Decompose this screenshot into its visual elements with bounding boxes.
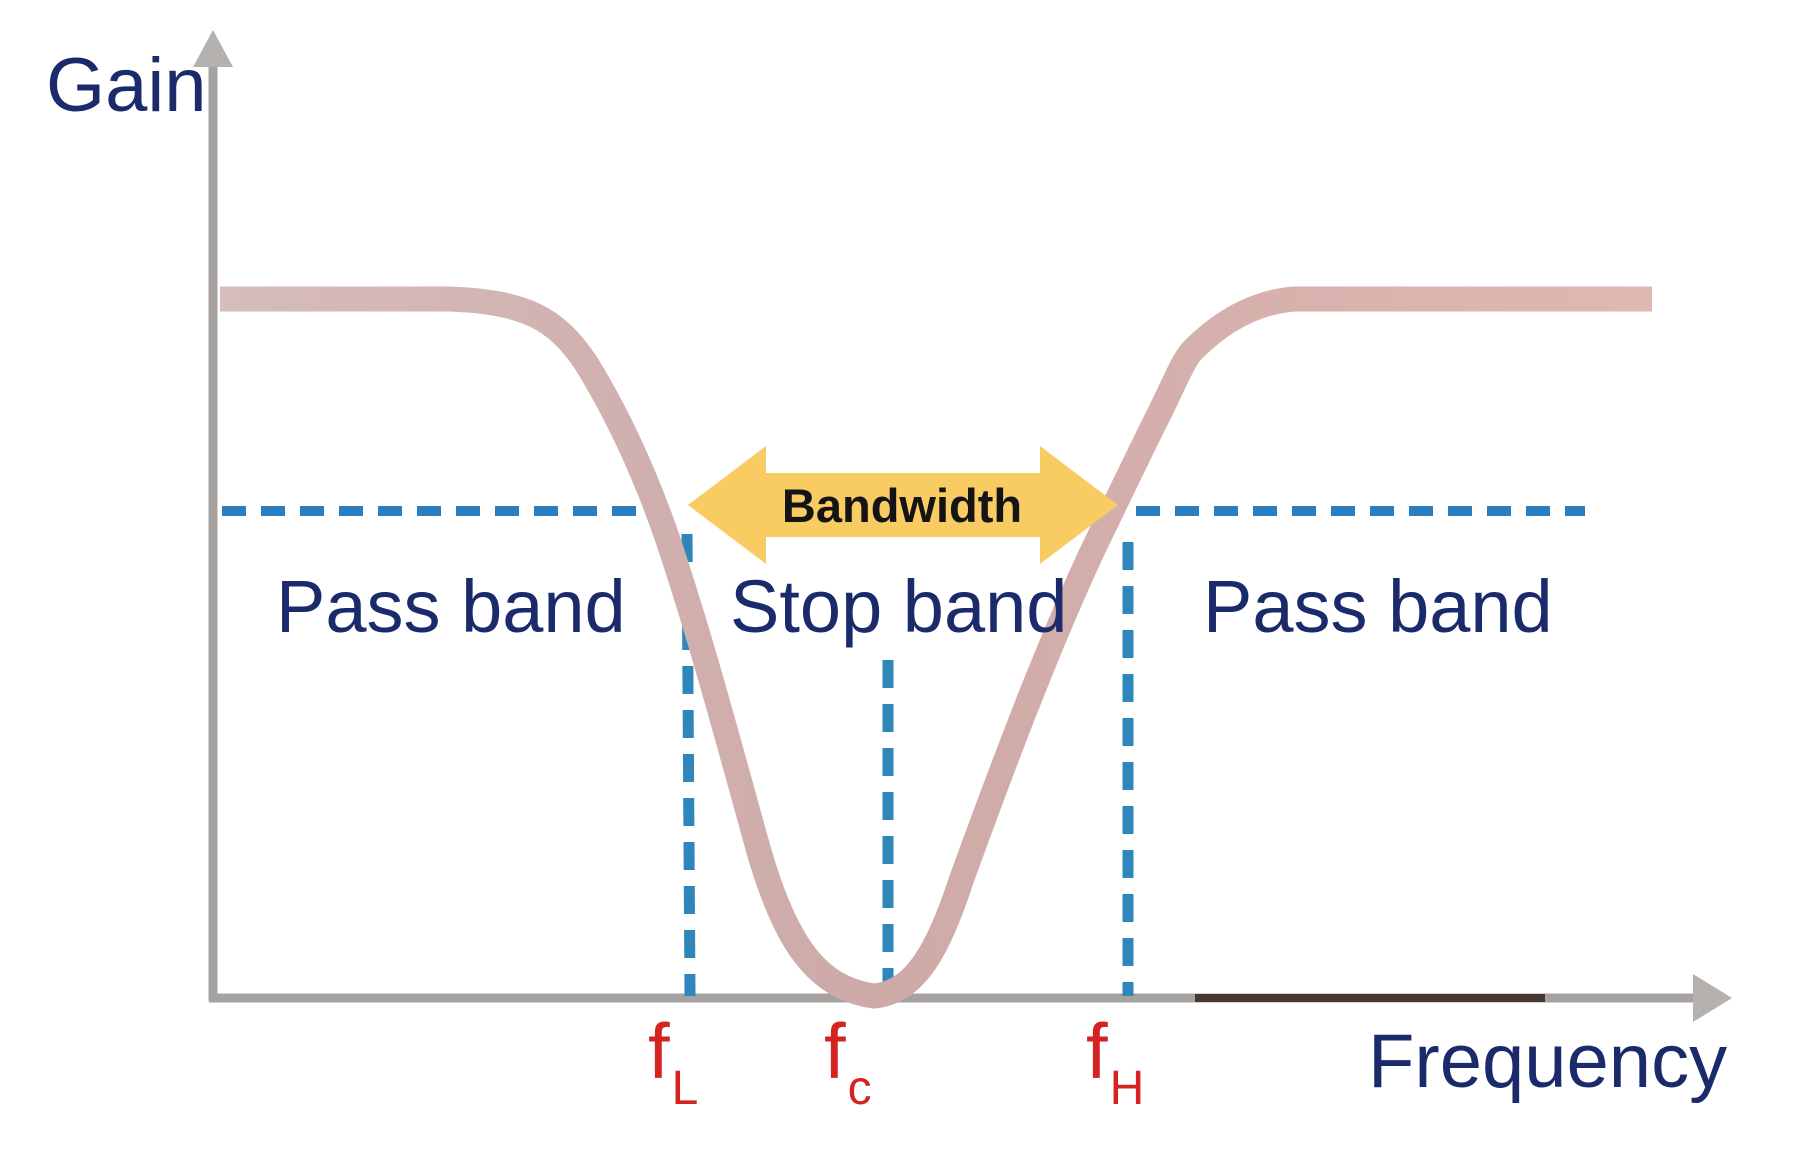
bandwidth-arrow (688, 446, 1118, 564)
region-label-stop-band: Stop band (730, 565, 1068, 648)
marker-f-low-base: f (648, 1007, 670, 1095)
bandwidth-label: Bandwidth (781, 478, 1023, 532)
marker-f-high-base: f (1086, 1007, 1108, 1095)
region-label-pass-band-left: Pass band (276, 565, 626, 648)
marker-f-center-sub: c (847, 1062, 872, 1115)
marker-f-low: fL (648, 1012, 698, 1113)
marker-f-center-base: f (824, 1007, 846, 1095)
response-curve (220, 286, 1652, 1009)
marker-f-high-sub: H (1109, 1062, 1145, 1115)
marker-f-high: fH (1086, 1012, 1144, 1113)
marker-f-low-sub: L (671, 1062, 699, 1115)
x-axis-arrowhead-icon (1693, 974, 1732, 1022)
f-low-dashed-line (681, 533, 696, 997)
x-axis-label: Frequency (1368, 1019, 1728, 1104)
y-axis-arrowhead-icon (193, 30, 233, 67)
y-axis-label: Gain (46, 43, 207, 128)
marker-f-center: fc (824, 1012, 872, 1113)
region-label-pass-band-right: Pass band (1203, 565, 1553, 648)
